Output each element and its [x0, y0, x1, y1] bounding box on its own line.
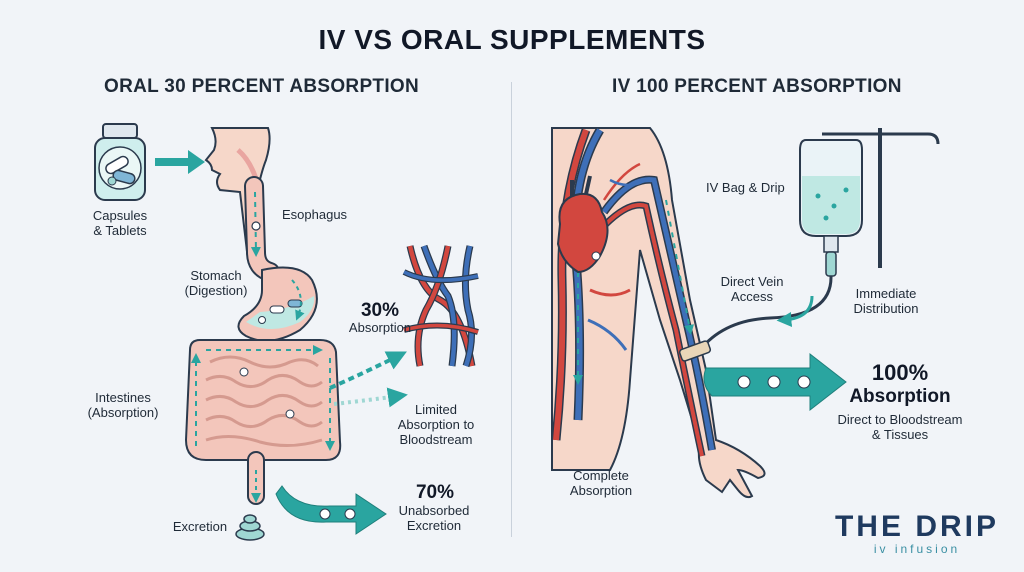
injection-site	[678, 340, 712, 362]
stomach-label: Stomach (Digestion)	[184, 268, 248, 298]
limited-absorption-label: Limited Absorption to Bloodstream	[397, 402, 475, 447]
iv-bag-icon	[799, 139, 863, 277]
oral-heading: ORAL 30 PERCENT ABSORPTION	[104, 76, 420, 97]
excretion-description: Unabsorbed Excretion	[398, 503, 470, 533]
page-title: IV VS ORAL SUPPLEMENTS	[318, 24, 706, 55]
intake-arrow	[155, 150, 205, 174]
iv-stand	[822, 128, 940, 268]
brand-tagline: iv infusion	[873, 542, 961, 556]
blood-vessels-oral	[402, 243, 479, 368]
iv-tube	[698, 275, 833, 351]
esophagus-label: Esophagus	[282, 207, 348, 222]
intestines	[184, 339, 342, 461]
circulatory-vessels	[551, 127, 716, 457]
intestines-label: Intestines (Absorption)	[87, 390, 159, 420]
excretion-arrow	[275, 485, 387, 535]
excretion-percent: 70%	[415, 482, 455, 503]
iv-absorption-arrow	[703, 352, 847, 412]
brand-name: THE DRIP	[834, 510, 999, 543]
immediate-distribution-label: Immediate Distribution	[853, 286, 919, 316]
heart-icon	[556, 175, 609, 274]
iv-absorption-label: Absorption	[849, 386, 951, 407]
complete-absorption-label: Complete Absorption	[569, 468, 633, 498]
direct-vein-label: Direct Vein Access	[720, 274, 784, 304]
oral-absorption-label: Absorption	[348, 320, 412, 335]
excretion-icon	[235, 514, 265, 541]
iv-absorption-percent: 100%	[871, 360, 929, 385]
iv-bag-label: IV Bag & Drip	[706, 180, 785, 195]
direct-bloodstream-label: Direct to Bloodstream & Tissues	[837, 412, 963, 442]
panel-divider	[511, 82, 512, 537]
oral-absorption-percent: 30%	[360, 300, 400, 321]
capsules-label: Capsules & Tablets	[92, 208, 148, 238]
supplement-bottle-icon	[94, 123, 146, 201]
excretion-label: Excretion	[172, 519, 228, 534]
brand-logo: THE DRIP iv infusion	[832, 510, 1002, 557]
iv-heading: IV 100 PERCENT ABSORPTION	[612, 76, 902, 97]
